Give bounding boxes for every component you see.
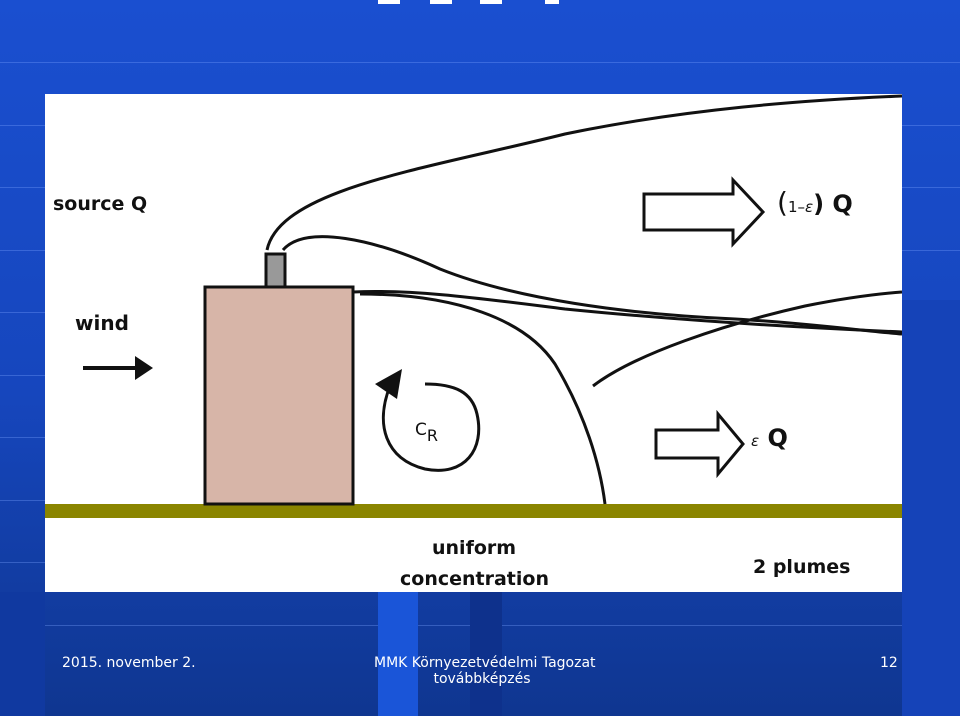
footer-org-line1: MMK Környezetvédelmi Tagozat xyxy=(374,655,596,671)
c-symbol: C xyxy=(415,420,427,440)
bg-mark xyxy=(480,0,502,4)
upper-plume-top-boundary xyxy=(265,94,902,251)
lower-plume-label: ε Q xyxy=(751,424,788,452)
source-label: source Q xyxy=(53,193,148,215)
r-subscript: R xyxy=(426,426,438,445)
recirculation-loop xyxy=(381,382,481,472)
bg-mark xyxy=(545,0,559,4)
diagram-svg xyxy=(45,94,902,518)
circular-arrow-icon xyxy=(375,369,402,399)
hollow-right-arrow-icon xyxy=(654,409,745,479)
footer-org-line2: továbbképzés xyxy=(433,671,531,687)
bg-block xyxy=(902,300,960,716)
lower-plume-boundary xyxy=(592,290,902,388)
ground-strip xyxy=(45,504,902,518)
epsilon-symbol: ε xyxy=(804,198,814,216)
bg-block xyxy=(378,592,418,716)
page-number: 12 xyxy=(880,655,898,671)
q-symbol: Q xyxy=(767,424,788,452)
bg-block xyxy=(470,592,502,716)
two-plumes-label: 2 plumes xyxy=(753,556,851,578)
footer-date: 2015. november 2. xyxy=(62,655,196,671)
bg-block xyxy=(0,592,45,716)
upper-plume-label: (1–ε) Q xyxy=(777,186,853,219)
paren-close-q: ) Q xyxy=(813,190,853,218)
plume-diagram: source Q wind (1–ε) Q ε Q CR uniform con… xyxy=(45,94,902,592)
stack xyxy=(264,252,287,289)
right-arrow-icon xyxy=(135,356,153,380)
paren-open: ( xyxy=(777,186,788,219)
bg-line xyxy=(0,62,960,63)
wake-boundary xyxy=(359,292,607,505)
epsilon-symbol: ε xyxy=(751,432,760,450)
uniform-label: uniform xyxy=(432,537,517,559)
one-minus: 1– xyxy=(787,198,805,216)
bg-mark xyxy=(430,0,452,4)
wind-label: wind xyxy=(75,311,129,335)
upper-plume-bottom-boundary xyxy=(281,235,902,336)
bg-mark xyxy=(378,0,400,4)
recirculation-label: CR xyxy=(415,420,438,445)
concentration-label: concentration xyxy=(400,568,549,590)
footer-org: MMK Környezetvédelmi Tagozat továbbképzé… xyxy=(374,655,596,687)
hollow-right-arrow-icon xyxy=(642,176,766,248)
building xyxy=(203,285,355,506)
separation-streamline xyxy=(352,289,902,334)
